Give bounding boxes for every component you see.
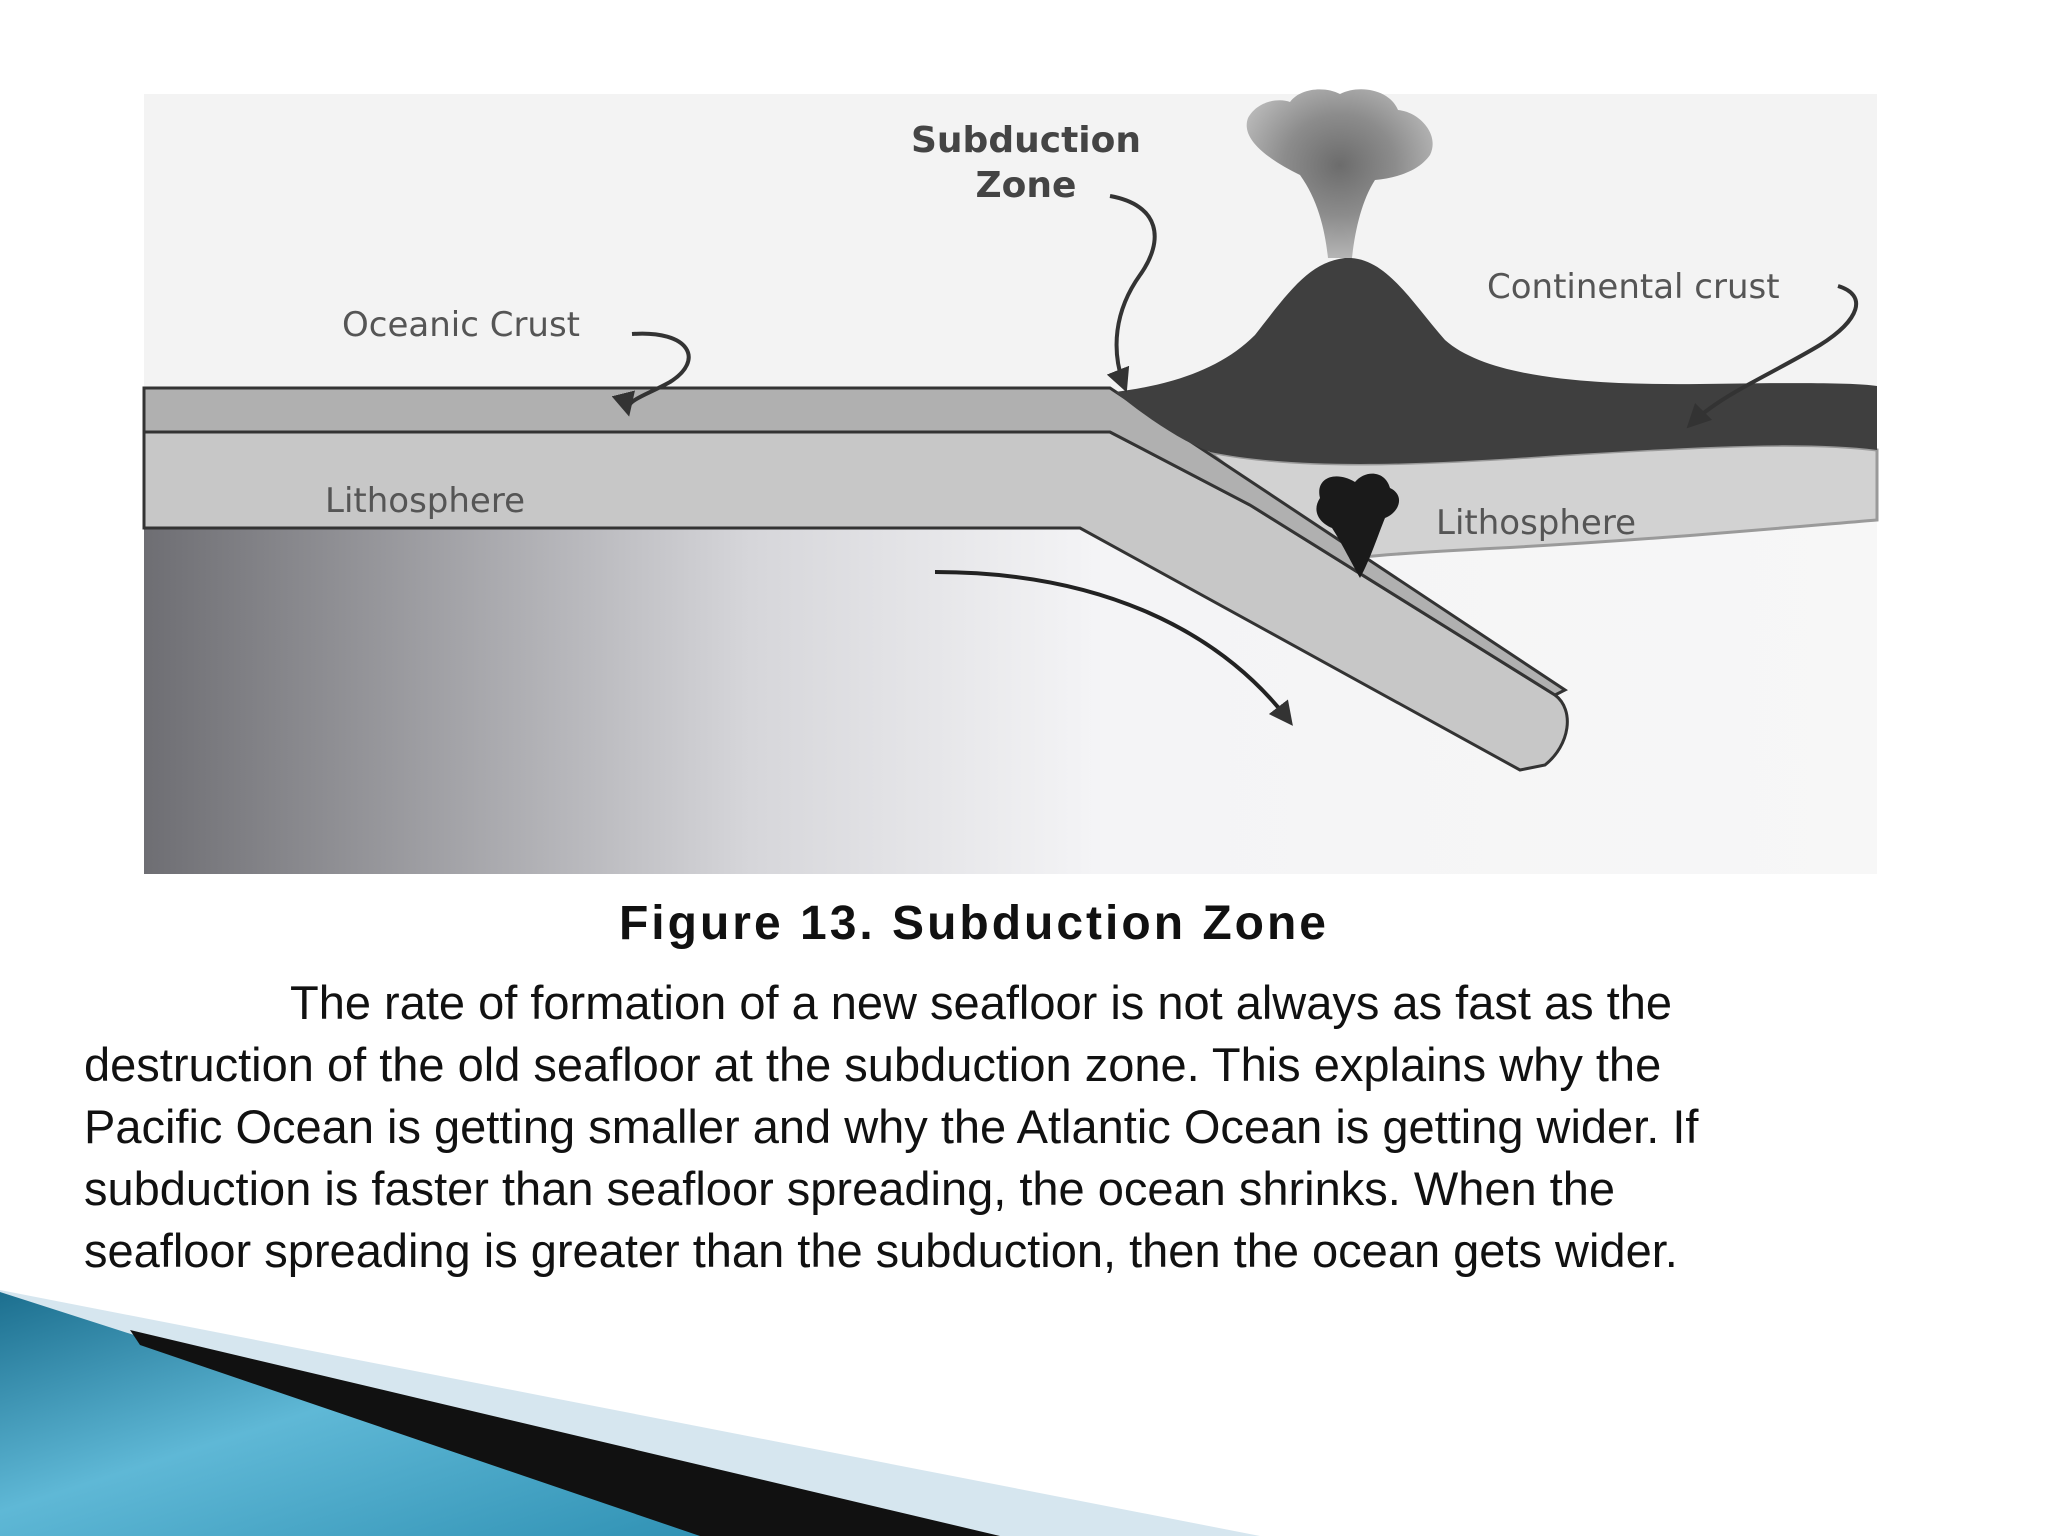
oceanic-crust-arrow: [611, 331, 691, 417]
subduction-zone-label-line2: Zone: [976, 165, 1077, 206]
lithosphere-right-label: Lithosphere: [1436, 503, 1636, 543]
figure-caption: Figure 13. Subduction Zone: [618, 897, 1329, 950]
continental-crust: [1115, 257, 1877, 465]
volcanic-plume: [1246, 89, 1433, 258]
slide-corner-decoration: [0, 1290, 1260, 1536]
body-line: Pacific Ocean is getting smaller and why…: [84, 1100, 1699, 1153]
lithosphere-left-label: Lithosphere: [325, 481, 525, 521]
body-paragraph: The rate of formation of a new seafloor …: [84, 972, 1964, 1282]
continental-crust-label: Continental crust: [1487, 267, 1780, 307]
oceanic-crust-label: Oceanic Crust: [342, 305, 580, 345]
body-line: seafloor spreading is greater than the s…: [84, 1224, 1678, 1277]
magma-chamber: [1316, 473, 1400, 578]
body-line: The rate of formation of a new seafloor …: [290, 976, 1672, 1029]
body-line: destruction of the old seafloor at the s…: [84, 1038, 1662, 1091]
subduction-zone-arrow: [1106, 194, 1157, 393]
decor-dark-band: [130, 1330, 1000, 1536]
sky-background: [144, 94, 1877, 392]
subduction-zone-label-line1: Subduction: [911, 120, 1141, 161]
plate-motion-arrow: [934, 570, 1293, 726]
continental-crust-arrow: [1686, 284, 1858, 429]
body-line: subduction is faster than seafloor sprea…: [84, 1162, 1616, 1215]
subduction-zone-diagram: Subduction Zone Oceanic Crust Continenta…: [142, 89, 1879, 874]
